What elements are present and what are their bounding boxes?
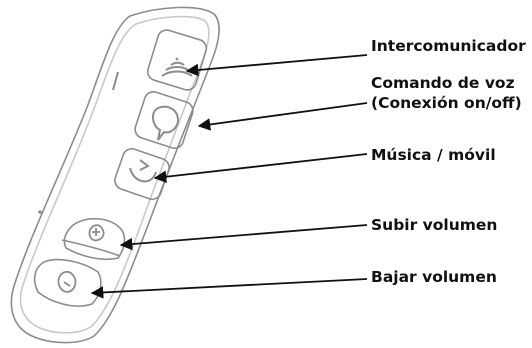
side-slot: [112, 71, 119, 91]
housing-outer: [10, 6, 220, 344]
label-volume-down: Bajar volumen: [371, 268, 497, 286]
volume-down-button[interactable]: [33, 258, 102, 307]
arrow-voice: [197, 102, 368, 131]
voice-icon: [152, 105, 180, 141]
minus-icon: [57, 270, 77, 293]
arrow-music: [153, 153, 368, 183]
label-music-phone: Música / móvil: [371, 146, 496, 164]
music-phone-icon: [129, 159, 157, 183]
music-phone-button[interactable]: [112, 146, 171, 201]
intercom-button[interactable]: [145, 28, 208, 92]
housing-inner: [19, 15, 210, 334]
label-voice-connection: (Conexión on/off): [371, 94, 522, 112]
callout-arrows: [90, 54, 368, 299]
arrow-intercom: [185, 54, 368, 77]
volume-up-button[interactable]: [63, 217, 126, 261]
side-dot: [38, 210, 42, 214]
arrow-volume-down: [90, 278, 368, 299]
label-volume-up: Subir volumen: [371, 216, 498, 234]
remote-housing: [10, 6, 220, 344]
label-voice-command: Comando de voz: [371, 74, 515, 92]
voice-command-button[interactable]: [133, 89, 195, 150]
intercom-icon: [161, 57, 193, 77]
rocker-divider: [61, 239, 121, 257]
arrow-volume-up: [119, 224, 368, 251]
label-intercom: Intercomunicador: [371, 37, 526, 55]
plus-icon: [88, 224, 105, 242]
